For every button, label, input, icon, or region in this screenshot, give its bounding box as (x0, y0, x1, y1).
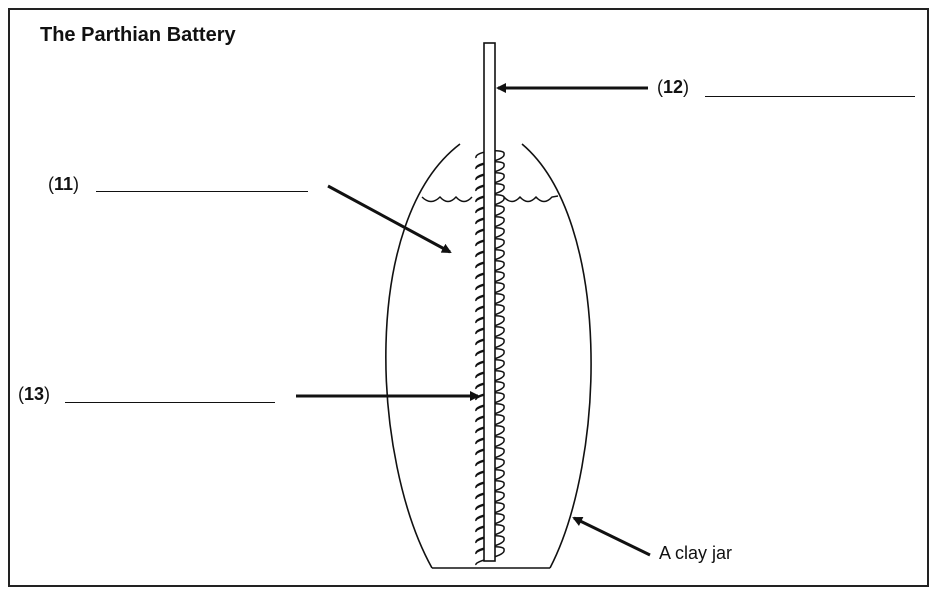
copper-cylinder-coil (475, 150, 505, 566)
diagram-title: The Parthian Battery (40, 24, 236, 46)
clay-jar-outline (385, 143, 592, 569)
label-question-11: (11) (48, 174, 80, 194)
answer-blank-12[interactable] (705, 96, 915, 97)
jar-left-wall (385, 143, 461, 569)
label-question-13: (13) (18, 384, 51, 404)
label-question-12: (12) (657, 77, 690, 97)
jar-right-wall (521, 143, 592, 569)
iron-rod (483, 42, 496, 562)
liquid-surface (421, 195, 559, 203)
arrow-clay-jar (572, 516, 651, 557)
arrow-11 (327, 184, 452, 254)
diagram-frame (8, 8, 929, 587)
answer-blank-11[interactable] (96, 191, 308, 192)
coil-turns (475, 150, 505, 566)
clay-jar-label: A clay jar (659, 543, 733, 563)
pointer-arrows (296, 83, 651, 557)
answer-blank-13[interactable] (65, 402, 275, 403)
